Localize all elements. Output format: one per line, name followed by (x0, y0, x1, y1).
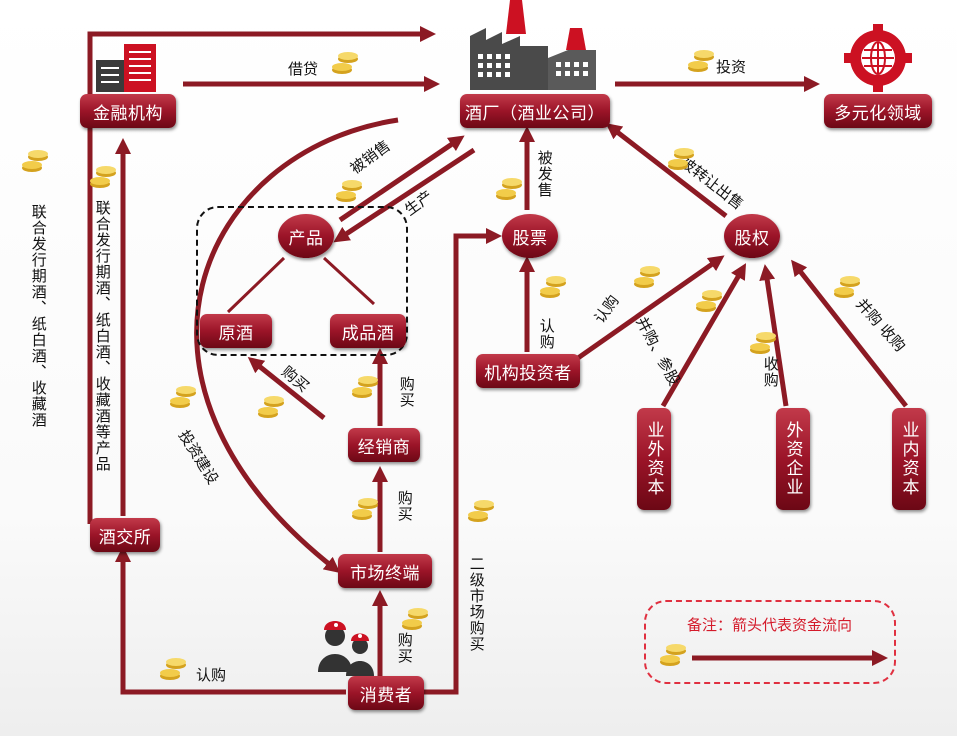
globe-gear-icon (844, 24, 912, 92)
base-liquor-node: 原酒 (200, 314, 272, 348)
tree-line-right (322, 256, 376, 306)
arrow-investment-construction (194, 117, 399, 573)
foreign-enterprise-node: 外资企业 (776, 408, 810, 510)
arrow-industry-to-equity (791, 259, 908, 408)
consumer-node: 消费者 (348, 676, 424, 710)
coin-stack-icon (170, 386, 196, 408)
coin-stack-icon (332, 52, 358, 74)
legend-note: 备注：箭头代表资金流向 (687, 616, 853, 634)
diversified-node: 多元化领域 (824, 94, 932, 128)
equity-node: 股权 (724, 214, 780, 258)
label-buy-from-terminal: 购买 (395, 490, 414, 522)
label-acquire: 收购 (761, 356, 780, 388)
coin-stack-icon (352, 376, 378, 398)
coin-stack-icon (540, 276, 566, 298)
coin-stack-icon (352, 498, 378, 520)
factory-icon (470, 0, 596, 90)
arrow-investors-to-equity (576, 255, 725, 361)
arrow-consumer-to-stock (424, 227, 503, 695)
bank-building-icon (96, 44, 156, 92)
coin-stack-icon (496, 178, 522, 200)
arrow-outside-capital-to-equity (660, 263, 747, 408)
product-node: 产品 (278, 214, 334, 258)
legend-box (644, 600, 896, 684)
coin-stack-icon (160, 658, 186, 680)
exchange-node: 酒交所 (90, 518, 160, 552)
outside-capital-node: 业外资本 (637, 408, 671, 510)
arrow-exchange-to-winery-top (87, 25, 437, 524)
coin-stack-icon (688, 50, 714, 72)
label-subscribe-stock: 认购 (537, 318, 556, 350)
arrow-distributor-to-base (247, 357, 326, 420)
industry-capital-node: 业内资本 (892, 408, 926, 510)
distributor-node: 经销商 (348, 428, 420, 462)
arrow-equity-to-winery (605, 123, 728, 218)
coin-stack-icon (696, 290, 722, 312)
coin-stack-icon (258, 396, 284, 418)
coin-stack-icon (660, 644, 686, 666)
coin-stack-icon (90, 166, 116, 188)
stock-node: 股票 (502, 214, 558, 258)
arrow-consumer-to-exchange (114, 545, 346, 695)
label-secondary-market: 二级市场购买 (467, 556, 486, 652)
coin-stack-icon (468, 500, 494, 522)
coin-stack-icon (834, 276, 860, 298)
winery-node: 酒厂（酒业公司） (460, 94, 610, 128)
label-joint-issue-right: 联合发行期酒、纸白酒、收藏酒等产品 (93, 200, 112, 472)
label-consumer-subscribe: 认购 (196, 666, 227, 684)
finished-liquor-node: 成品酒 (330, 314, 406, 348)
coin-stack-icon (634, 266, 660, 288)
market-terminal-node: 市场终端 (338, 554, 432, 588)
institutional-investors-node: 机构投资者 (476, 354, 580, 388)
label-joint-issue-left: 联合发行期酒、纸白酒、收藏酒 (29, 204, 48, 428)
label-issued-for-sale: 被发售 (535, 150, 554, 198)
tree-line-left (226, 256, 286, 314)
arrow-winery-to-product (333, 147, 476, 243)
coin-stack-icon (336, 180, 362, 202)
consumers-icon (318, 621, 374, 676)
label-buy-consumer: 购买 (395, 632, 414, 664)
label-loan: 借贷 (288, 60, 319, 78)
label-buy-finished: 购买 (397, 376, 416, 408)
finance-node: 金融机构 (80, 94, 176, 128)
label-invest: 投资 (716, 58, 747, 76)
product-group-outline (196, 206, 408, 356)
coin-stack-icon (750, 332, 776, 354)
coin-stack-icon (402, 608, 428, 630)
coin-stack-icon (668, 148, 694, 170)
coin-stack-icon (22, 150, 48, 172)
